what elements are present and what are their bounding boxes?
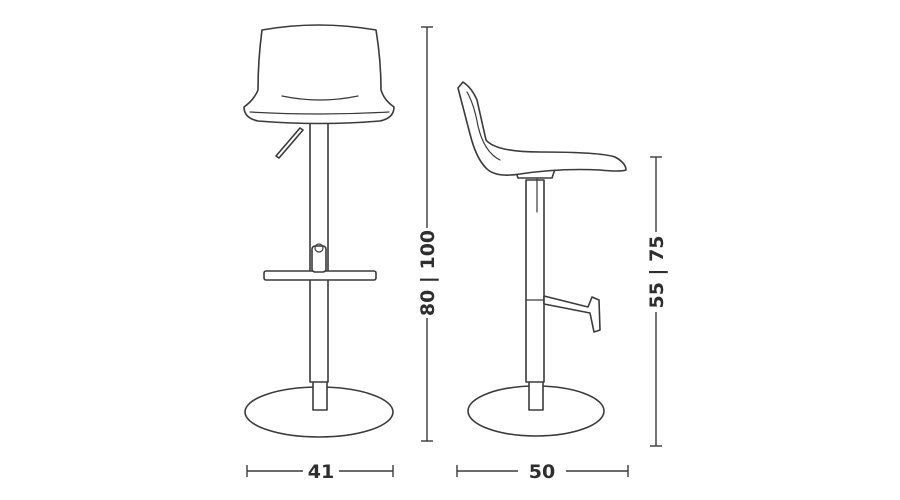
front-width-dimension: 41 [246, 461, 394, 483]
side-seat-shell [457, 81, 627, 176]
side-column [525, 179, 545, 383]
seat-height-label: 55 | 75 [646, 235, 668, 308]
seat-height-dimension: 55 | 75 [646, 156, 668, 447]
front-width-label: 41 [308, 461, 334, 483]
side-foot-pedal [543, 295, 601, 333]
overall-height-label: 80 | 100 [417, 230, 439, 316]
front-view-stool [243, 24, 395, 438]
front-height-lever [275, 127, 304, 159]
side-view-stool [457, 81, 627, 437]
front-footrest [263, 243, 377, 281]
front-seat-shell [243, 24, 395, 125]
overall-height-dimension: 80 | 100 [417, 26, 439, 442]
front-column-sleeve [312, 379, 328, 411]
side-depth-label: 50 [529, 461, 555, 483]
side-depth-dimension: 50 [456, 461, 629, 483]
side-column-sleeve [528, 379, 544, 411]
